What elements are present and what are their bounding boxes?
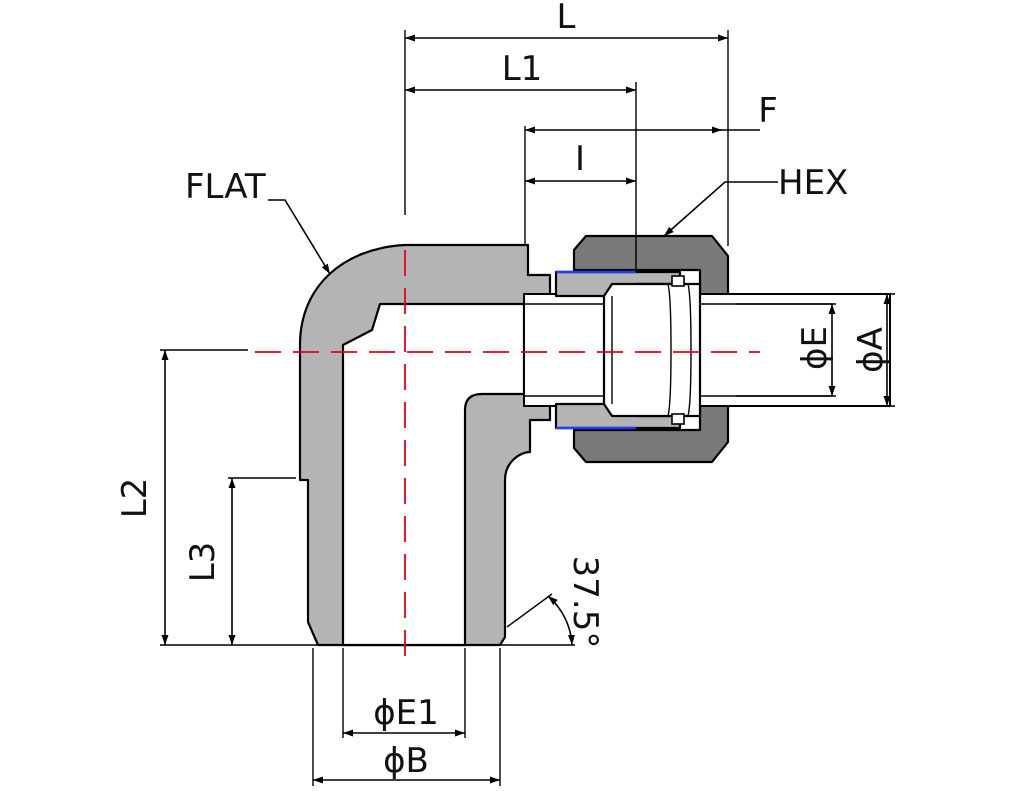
callout-hex: HEX bbox=[778, 163, 848, 203]
body-bore bbox=[341, 302, 526, 647]
flat-leader bbox=[268, 199, 331, 275]
dim-label-L1: L1 bbox=[502, 49, 543, 89]
dim-label-L3: L3 bbox=[183, 542, 223, 583]
dim-label-I: I bbox=[575, 139, 585, 179]
hex-nut bbox=[572, 234, 730, 464]
tube bbox=[523, 293, 891, 407]
hex-leader bbox=[663, 181, 778, 237]
dim-label-F: F bbox=[758, 91, 778, 131]
dim-label-E: ϕE bbox=[795, 326, 835, 370]
callout-flat: FLAT bbox=[185, 167, 266, 207]
dim-label-L: L bbox=[557, 0, 576, 37]
dim-label-E1: ϕE1 bbox=[373, 693, 439, 733]
back-ferrule bbox=[602, 282, 702, 418]
dim-label-A: ϕA bbox=[851, 327, 891, 373]
dim-label-angle: 37.5° bbox=[565, 556, 605, 649]
dim-label-B: ϕB bbox=[383, 741, 429, 781]
dim-label-L2: L2 bbox=[115, 478, 155, 519]
